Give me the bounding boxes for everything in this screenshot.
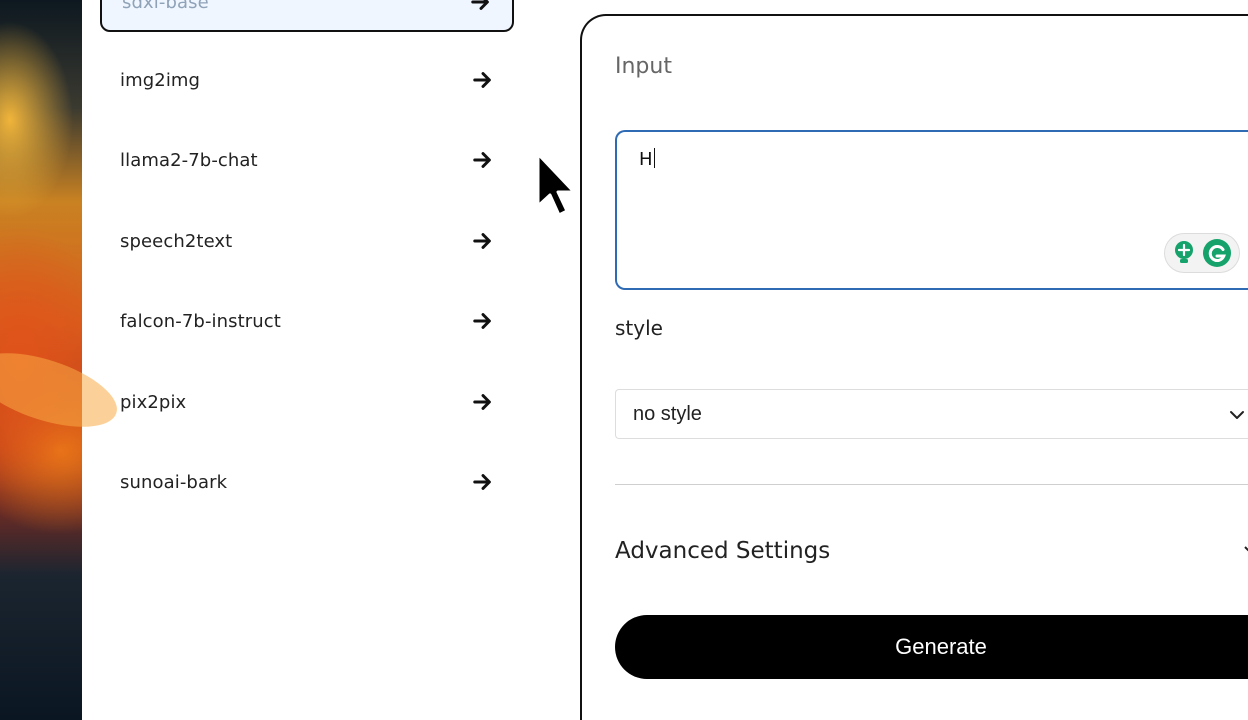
arrow-right-icon — [473, 233, 491, 249]
arrow-right-icon — [473, 474, 491, 490]
model-label: img2img — [120, 69, 201, 91]
style-label: style — [615, 316, 663, 340]
model-item-llama2-7b-chat[interactable]: llama2-7b-chat — [100, 130, 514, 190]
model-item-speech2text[interactable]: speech2text — [100, 211, 514, 271]
model-item-img2img[interactable]: img2img — [100, 50, 514, 110]
arrow-right-icon — [471, 0, 489, 10]
arrow-right-icon — [473, 152, 491, 168]
grammarly-g-icon[interactable] — [1202, 238, 1232, 268]
arrow-right-icon — [473, 72, 491, 88]
prompt-value: H — [639, 149, 653, 170]
prompt-textarea[interactable]: H — [615, 130, 1248, 290]
advanced-settings-toggle[interactable]: Advanced Settings — [615, 538, 831, 564]
model-item-falcon-7b-instruct[interactable]: falcon-7b-instruct — [100, 291, 514, 351]
generation-panel: Input H style no style Advanced Settin — [580, 14, 1248, 720]
model-item-sunoai-bark[interactable]: sunoai-bark — [100, 452, 514, 512]
model-list: sdxl-base img2img llama2-7b-chat speech2… — [82, 0, 562, 720]
model-item-sdxl-base[interactable]: sdxl-base — [100, 0, 514, 32]
arrow-right-icon — [473, 394, 491, 410]
model-label: falcon-7b-instruct — [120, 310, 281, 332]
lightbulb-icon[interactable] — [1172, 240, 1196, 266]
chevron-down-icon[interactable] — [1244, 544, 1248, 554]
model-item-pix2pix[interactable]: pix2pix — [100, 372, 514, 432]
model-label: speech2text — [120, 230, 233, 252]
grammarly-widget[interactable] — [1165, 234, 1239, 272]
text-caret — [653, 148, 655, 168]
section-divider — [615, 484, 1248, 485]
chevron-down-icon — [1230, 411, 1244, 419]
model-label: llama2-7b-chat — [120, 149, 258, 171]
model-label: pix2pix — [120, 391, 187, 413]
style-select-value: no style — [633, 402, 702, 425]
desktop-wallpaper — [0, 0, 82, 720]
arrow-right-icon — [473, 313, 491, 329]
generate-label: Generate — [895, 634, 987, 659]
model-label: sdxl-base — [122, 0, 209, 13]
prompt-text: H — [639, 148, 655, 170]
style-select[interactable]: no style — [615, 389, 1248, 439]
model-label: sunoai-bark — [120, 471, 228, 493]
input-section-title: Input — [615, 54, 672, 79]
generate-button[interactable]: Generate — [615, 615, 1248, 679]
